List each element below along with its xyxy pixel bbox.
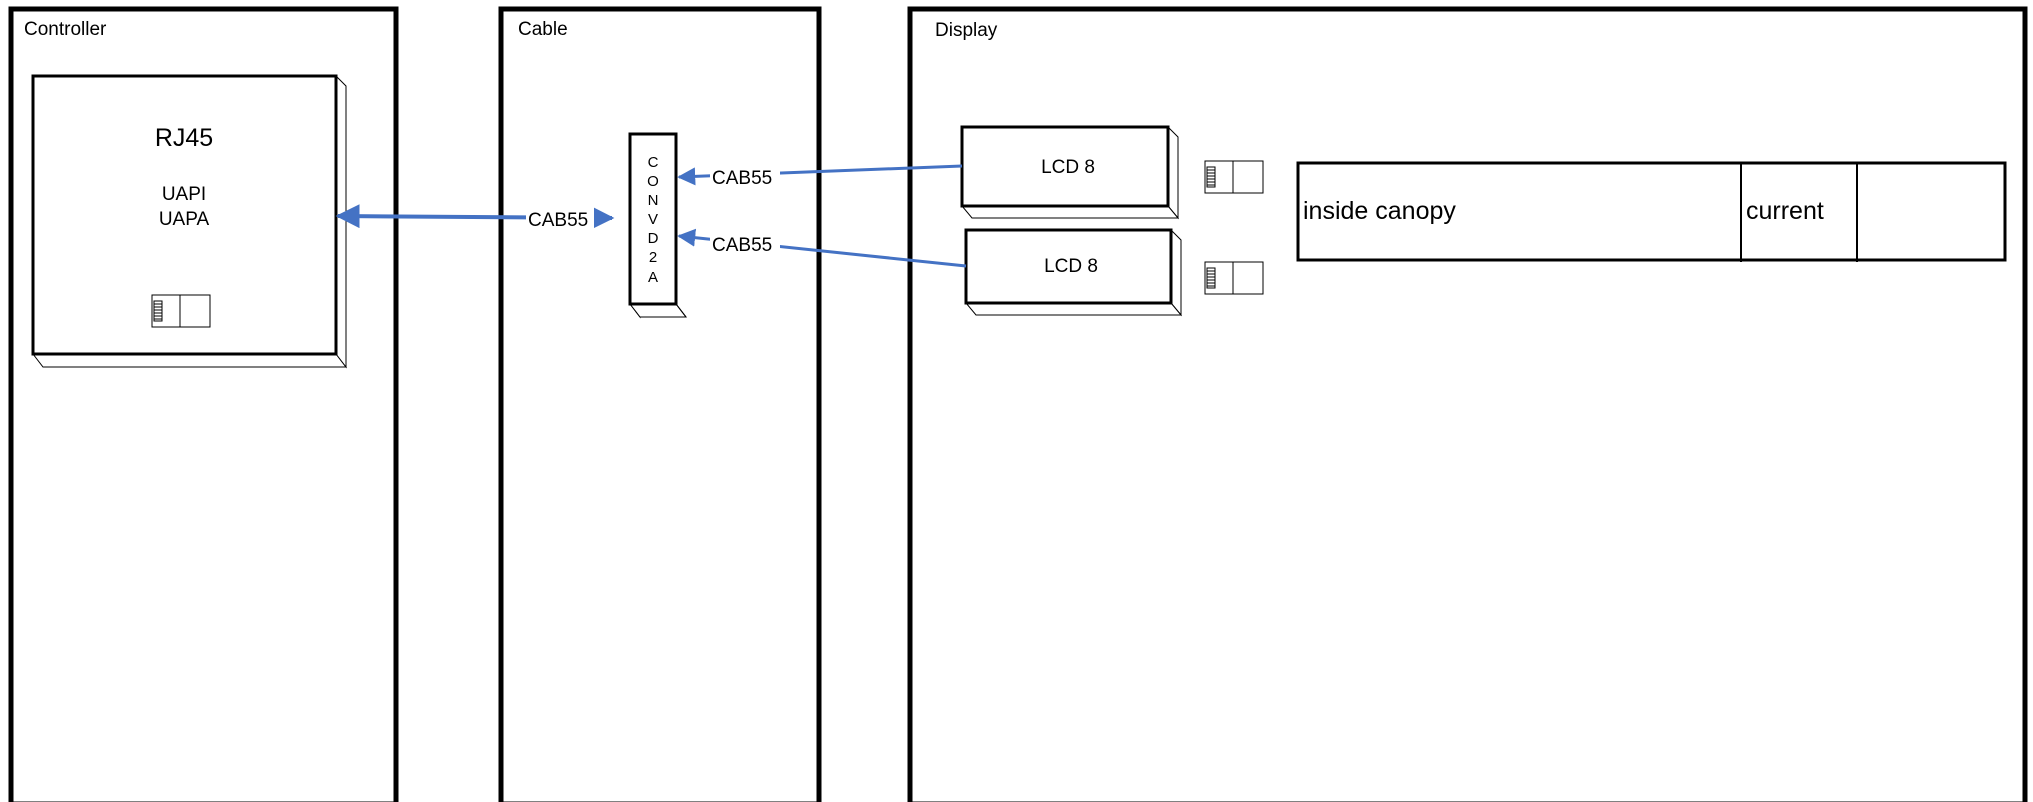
cable-labels: CAB55 CAB55 CAB55 bbox=[526, 165, 780, 256]
controller-panel-title: Controller bbox=[24, 19, 107, 40]
lcd-top-label: LCD 8 bbox=[1041, 157, 1095, 178]
table-cell-status: current bbox=[1746, 197, 1824, 225]
rj45-title: RJ45 bbox=[155, 124, 213, 152]
rj45-controller-box: RJ45 UAPI UAPA bbox=[31, 74, 348, 369]
cable-panel-title: Cable bbox=[518, 19, 568, 40]
converter-letter: N bbox=[648, 192, 659, 209]
converter-letter: D bbox=[648, 230, 659, 247]
lcd-top-rj45-port-icon bbox=[1204, 160, 1264, 194]
converter-letter: O bbox=[647, 173, 659, 190]
lcd-top-box: LCD 8 bbox=[960, 125, 1180, 220]
converter-letter: C bbox=[648, 154, 659, 171]
lcd-bottom-rj45-port-icon bbox=[1204, 261, 1264, 295]
controller-rj45-port-icon bbox=[151, 294, 211, 328]
uapa-label: UAPA bbox=[159, 209, 210, 230]
uapi-label: UAPI bbox=[162, 184, 206, 205]
table-cell-location: inside canopy bbox=[1303, 197, 1456, 225]
convd2a-converter: C O N V D 2 A bbox=[628, 132, 688, 319]
location-table: inside canopy current bbox=[1296, 161, 2007, 262]
cable-label-top: CAB55 bbox=[712, 168, 772, 189]
cable-label-bottom: CAB55 bbox=[712, 235, 772, 256]
cable-panel: Cable bbox=[498, 6, 822, 802]
converter-letter: A bbox=[648, 269, 658, 286]
display-panel-title: Display bbox=[935, 20, 998, 41]
lcd-bottom-label: LCD 8 bbox=[1044, 256, 1098, 277]
cable-label-left: CAB55 bbox=[528, 210, 588, 231]
converter-letter: 2 bbox=[649, 249, 657, 266]
converter-letter: V bbox=[648, 211, 658, 228]
lcd-bottom-box: LCD 8 bbox=[964, 228, 1183, 317]
